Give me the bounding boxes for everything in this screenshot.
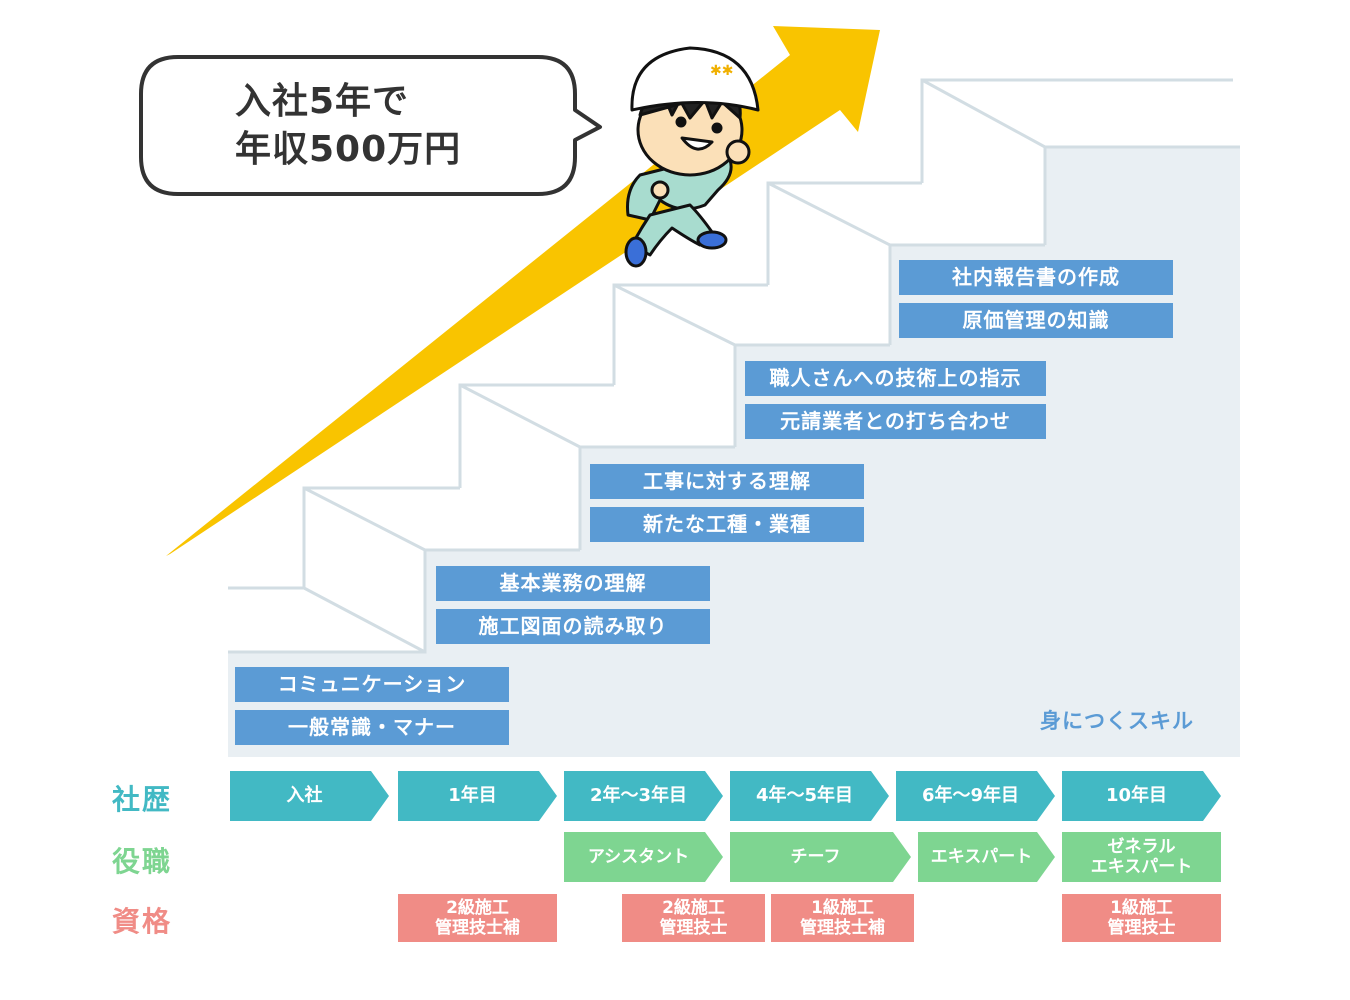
position-chief: チーフ (730, 832, 911, 882)
qualification-grade2: 2級施工 管理技士 (622, 894, 765, 942)
speech-bubble-text: 入社5年で 年収500万円 (235, 78, 461, 174)
staircase-lines (228, 78, 1240, 654)
career-step-year4-5: 4年〜5年目 (730, 771, 889, 821)
bubble-line-2: 年収500万円 (235, 129, 462, 170)
career-step-year6-9: 6年〜9年目 (896, 771, 1055, 821)
skill-step4-item2: 元請業者との打ち合わせ (745, 404, 1046, 439)
career-step-year1: 1年目 (398, 771, 557, 821)
skills-caption: 身につくスキル (1040, 709, 1194, 733)
row-label-position: 役職 (112, 845, 173, 878)
position-expert: エキスパート (918, 832, 1055, 882)
position-assistant: アシスタント (564, 832, 723, 882)
skill-step5-item2: 原価管理の知識 (899, 303, 1173, 338)
qualification-grade1: 1級施工 管理技士 (1062, 894, 1221, 942)
skill-step4-item1: 職人さんへの技術上の指示 (745, 361, 1046, 396)
qualification-grade2-assistant: 2級施工 管理技士補 (398, 894, 557, 942)
skill-step2-item2: 施工図面の読み取り (436, 609, 710, 644)
skill-step1-item2: 一般常識・マナー (235, 710, 509, 745)
staircase-fill (228, 147, 1240, 757)
career-step-year10: 10年目 (1062, 771, 1221, 821)
career-step-join: 入社 (230, 771, 389, 821)
row-label-qualification: 資格 (112, 905, 173, 938)
position-general-expert: ゼネラル エキスパート (1062, 832, 1221, 882)
worker-character (624, 46, 760, 268)
helmet-logo-icon: ✱✱ (710, 63, 733, 79)
skill-step3-item2: 新たな工種・業種 (590, 507, 864, 542)
career-step-year2-3: 2年〜3年目 (564, 771, 723, 821)
qualification-grade1-assistant: 1級施工 管理技士補 (771, 894, 914, 942)
bubble-line-1: 入社5年で (235, 81, 410, 122)
skill-step1-item1: コミュニケーション (235, 667, 509, 702)
skill-step2-item1: 基本業務の理解 (436, 566, 710, 601)
row-label-career: 社歴 (112, 783, 173, 816)
speech-bubble (139, 55, 602, 196)
skill-step5-item1: 社内報告書の作成 (899, 260, 1173, 295)
skill-step3-item1: 工事に対する理解 (590, 464, 864, 499)
